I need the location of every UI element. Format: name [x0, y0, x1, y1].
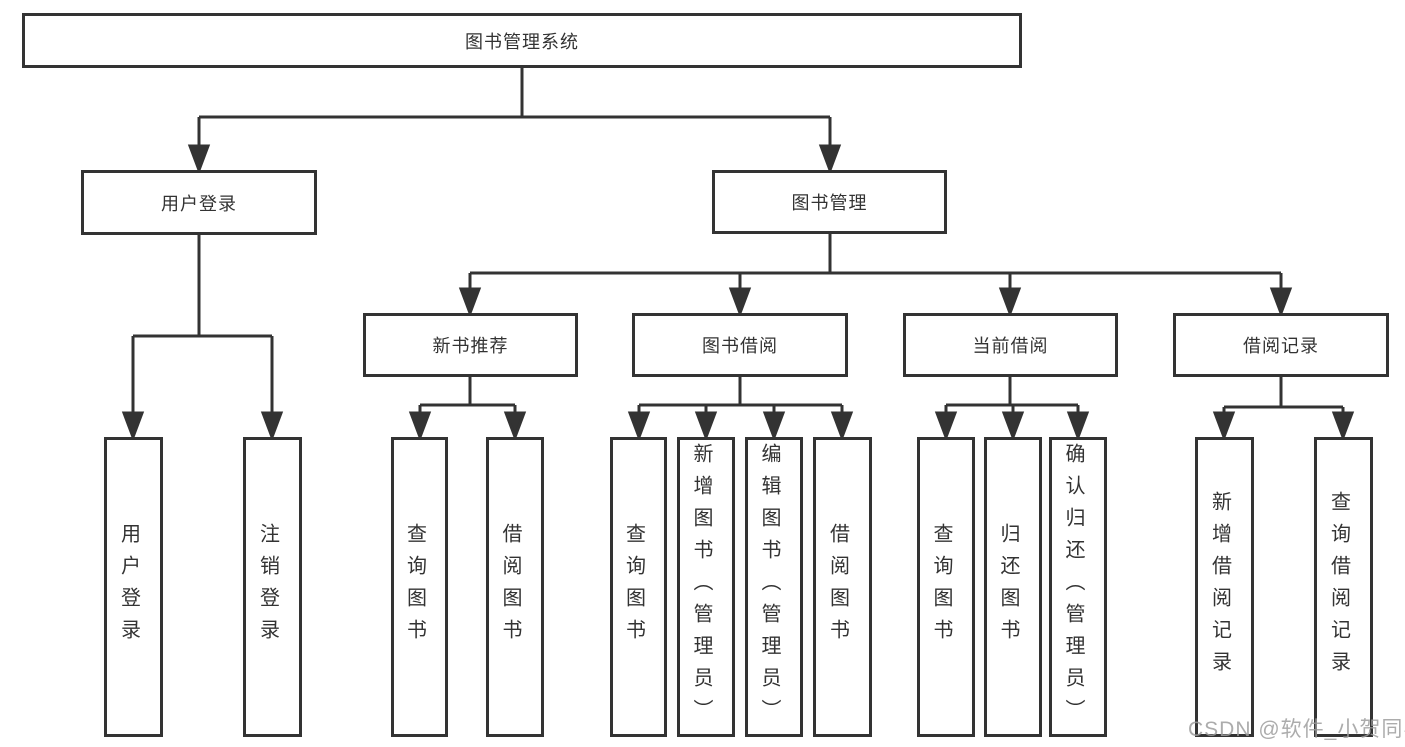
leaf-add-books-admin: 新增图书（管理员） [677, 437, 735, 737]
connector-bookmgmt-to-level3 [458, 234, 1293, 318]
leaf-query-books-current: 查询图书 [917, 437, 975, 737]
node-borrow-records: 借阅记录 [1173, 313, 1389, 377]
leaf-label: 借阅图书 [826, 523, 849, 651]
node-label: 当前借阅 [972, 336, 1049, 356]
node-book-borrow: 图书借阅 [632, 313, 848, 377]
leaf-query-borrow-record: 查询借阅记录 [1314, 437, 1373, 737]
leaf-label: 新增借阅记录 [1208, 491, 1231, 683]
node-label: 图书借阅 [702, 336, 778, 356]
connector-records-group [1212, 377, 1355, 442]
connector-bookborrow-group [627, 377, 854, 442]
leaf-logout: 注销登录 [243, 437, 302, 737]
leaf-label: 新增图书（管理员） [690, 443, 712, 731]
leaf-add-borrow-record: 新增借阅记录 [1195, 437, 1254, 737]
leaf-label: 查询图书 [622, 523, 645, 651]
leaf-label: 查询借阅记录 [1327, 491, 1350, 683]
leaf-return-books: 归还图书 [984, 437, 1042, 737]
node-label: 借阅记录 [1243, 336, 1319, 356]
node-root-system: 图书管理系统 [22, 13, 1022, 68]
leaf-borrow-books: 借阅图书 [813, 437, 872, 737]
leaf-query-books-recommend: 查询图书 [391, 437, 448, 737]
connector-userlogin-group [121, 235, 284, 442]
leaf-label: 查询图书 [403, 523, 426, 651]
node-current-borrow: 当前借阅 [903, 313, 1118, 377]
leaf-query-books-borrow: 查询图书 [610, 437, 667, 737]
node-label: 图书管理 [791, 193, 868, 213]
leaf-label: 查询图书 [930, 523, 952, 651]
leaf-edit-books-admin: 编辑图书（管理员） [745, 437, 803, 737]
leaf-label: 用户登录 [117, 523, 140, 651]
leaf-label: 编辑图书（管理员） [758, 443, 780, 731]
node-user-login: 用户登录 [81, 170, 317, 235]
leaf-confirm-return-admin: 确认归还（管理员） [1049, 437, 1107, 737]
connector-newbooks-group [408, 377, 527, 442]
leaf-user-login: 用户登录 [104, 437, 163, 737]
watermark: CSDN @软件_小贺同学 [1188, 718, 1405, 741]
leaf-label: 归还图书 [997, 523, 1019, 651]
node-root-label: 图书管理系统 [465, 31, 579, 52]
connector-currentborrow-group [934, 377, 1090, 442]
node-label: 新书推荐 [432, 336, 509, 356]
node-label: 用户登录 [161, 193, 237, 214]
leaf-label: 确认归还（管理员） [1062, 443, 1084, 731]
leaf-borrow-books-recommend: 借阅图书 [486, 437, 544, 737]
leaf-label: 注销登录 [256, 523, 279, 651]
node-book-management: 图书管理 [712, 170, 947, 234]
node-new-book-recommend: 新书推荐 [363, 313, 578, 377]
leaf-label: 借阅图书 [499, 523, 521, 651]
connector-root-to-level2 [187, 68, 842, 175]
